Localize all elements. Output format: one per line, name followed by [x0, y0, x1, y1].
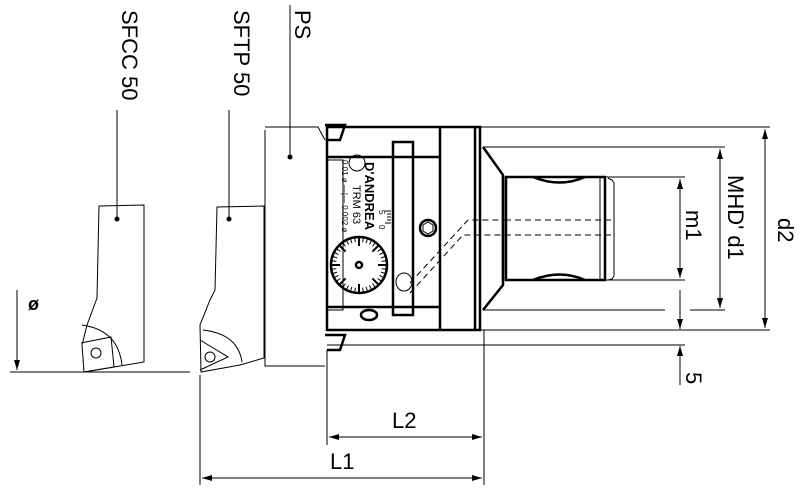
- dial-tick: [331, 268, 337, 270]
- model-engraving: TRM 63: [350, 185, 362, 224]
- dial-tick: [338, 244, 347, 253]
- dial-tick: [349, 286, 353, 292]
- dial-tick: [379, 274, 385, 279]
- dial-tick: [333, 274, 339, 279]
- dimensions: d2 MHD' d1 m1 5 L2 L1: [202, 129, 798, 481]
- dial-tick: [336, 248, 341, 252]
- boring-head-body: D'ANDREA TRM 63 0.01 ø —|— 0.002 ø 5 0: [325, 123, 505, 352]
- dial-tick: [354, 287, 356, 293]
- diameter-label: ø: [28, 294, 39, 314]
- l1-label: L1: [330, 449, 354, 474]
- dial-tick: [372, 283, 376, 288]
- dial-tick: [371, 244, 380, 253]
- dial-tick: [380, 255, 386, 259]
- dial-tick: [368, 285, 373, 291]
- ps-label: PS: [290, 10, 315, 39]
- dial-tick: [381, 268, 387, 270]
- dial-tick: [332, 271, 338, 275]
- dial-tick: [362, 237, 364, 243]
- dial-icon: [329, 235, 389, 295]
- dial-tick: [377, 248, 382, 252]
- m1-label: m1: [681, 210, 706, 241]
- extension-lines: [199, 126, 770, 485]
- scale-0: 0: [377, 225, 386, 230]
- dial-tick: [362, 287, 364, 293]
- dial-tick: [342, 283, 346, 288]
- dial-tick: [365, 286, 369, 292]
- shank: [481, 146, 615, 311]
- dial-tick: [333, 251, 339, 256]
- dial-tick: [365, 238, 369, 244]
- scale-5: 5: [377, 210, 386, 215]
- dial-tick: [342, 242, 346, 247]
- sftp-tool: SFTP 50: [199, 10, 265, 373]
- dial-tick: [336, 278, 341, 282]
- dial-tick: [371, 277, 380, 286]
- precision-engraving: 0.01 ø —|— 0.002 ø: [340, 160, 349, 232]
- d2-label: d2: [773, 218, 798, 242]
- dial-tick: [372, 242, 376, 247]
- dial-tick: [331, 260, 337, 262]
- sfcc-label: SFCC 50: [117, 10, 142, 100]
- dial-tick: [379, 251, 385, 256]
- dial-tick: [349, 238, 353, 244]
- dial-tick: [380, 271, 386, 275]
- dial-tick: [381, 260, 387, 262]
- l2-label: L2: [392, 408, 416, 433]
- dial-tick: [338, 277, 347, 286]
- mhd-d1-label: MHD' d1: [723, 175, 748, 260]
- dial-tick: [354, 237, 356, 243]
- sfcc-tool: SFCC 50: [80, 10, 145, 373]
- dial-tick: [332, 255, 338, 259]
- ps-cutter-head: PS: [264, 5, 326, 367]
- dial-tick: [345, 285, 350, 291]
- brand-engraving: D'ANDREA: [362, 162, 377, 231]
- dial-tick: [368, 239, 373, 245]
- dial-tick: [377, 278, 382, 282]
- dial-tick: [345, 239, 350, 245]
- dim-5-label: 5: [681, 372, 706, 384]
- sftp-label: SFTP 50: [229, 10, 254, 96]
